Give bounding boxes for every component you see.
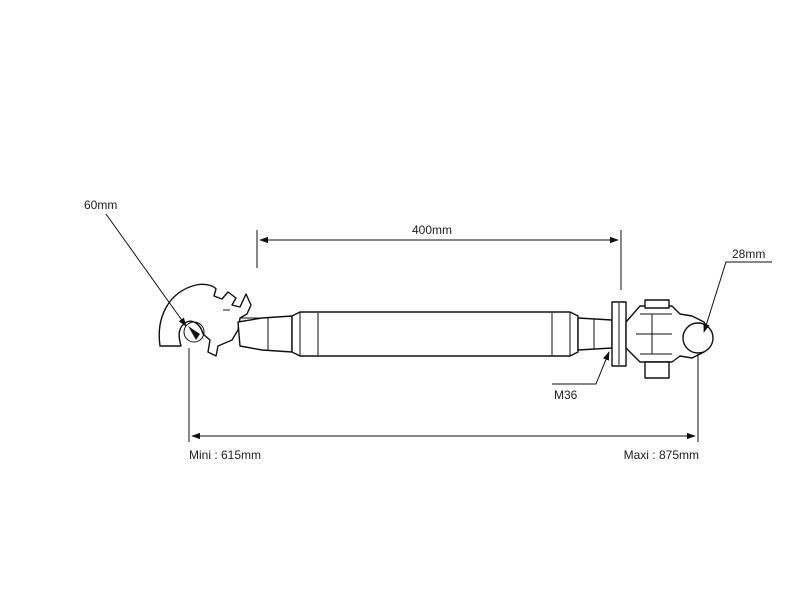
hook-jaw-circle (183, 321, 205, 343)
leader-60mm (105, 213, 187, 327)
dim-hook-diameter: 60mm (84, 198, 187, 327)
eye-diameter-label: 28mm (732, 247, 765, 261)
eye-end (625, 299, 714, 379)
max-length-label: Maxi : 875mm (624, 448, 699, 462)
right-shaft-outline (577, 317, 613, 351)
min-length-label: Mini : 615mm (189, 448, 261, 462)
dim-body-length: 400mm (256, 223, 622, 290)
left-shaft-outline (237, 315, 293, 353)
leader-28mm (703, 261, 772, 333)
eye-hole (682, 322, 714, 354)
right-shaft (577, 317, 613, 351)
leader-m36 (552, 351, 610, 385)
hook-latch (188, 326, 200, 340)
hook-diameter-label: 60mm (84, 198, 117, 212)
dim-thread: M36 (552, 351, 610, 402)
body-length-label: 400mm (412, 223, 452, 237)
main-tube (291, 311, 579, 357)
tube-outline (291, 311, 579, 357)
dim-overall-length: Mini : 615mm Maxi : 875mm (188, 348, 699, 462)
clevis-pin-top (644, 299, 670, 309)
clevis-pin-bottom (644, 361, 670, 379)
left-shaft (237, 315, 293, 353)
dim-eye-diameter: 28mm (703, 247, 772, 333)
hook-body (158, 283, 252, 357)
thread-label: M36 (554, 388, 578, 402)
